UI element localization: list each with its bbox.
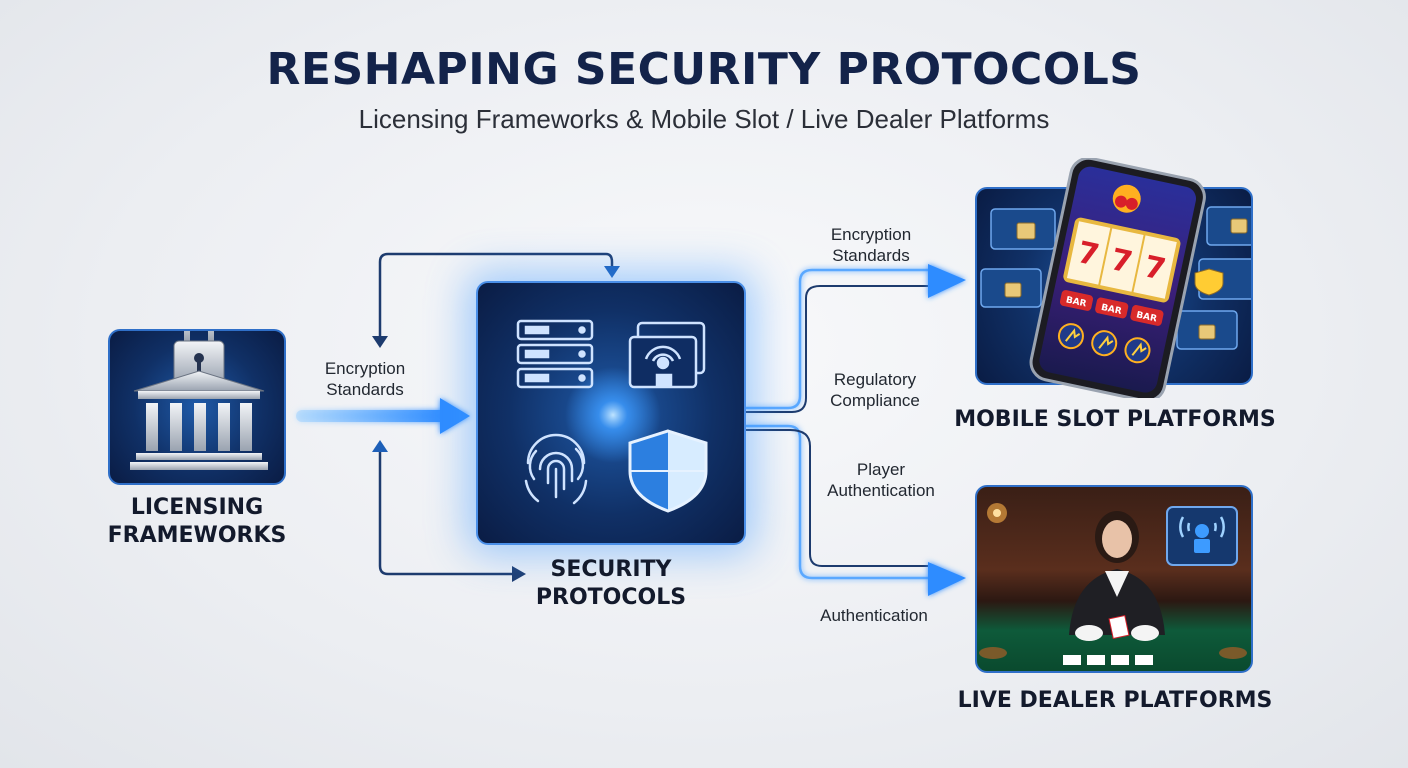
licensing-frameworks-node [108,329,286,485]
live-dealer-platforms-label: LIVE DEALER PLATFORMS [957,688,1273,713]
page-title: RESHAPING SECURITY PROTOCOLS [266,44,1142,95]
mobile-slot-platforms-label: MOBILE SLOT PLATFORMS [954,407,1276,432]
flow-label-top-right: Encryption Standards [830,225,912,265]
bank-lock-icon [130,331,268,470]
flow-label-left: Encryption Standards [324,359,406,399]
branch-to-mobile [746,264,966,413]
arrow-licensing-to-security [296,398,470,434]
loop-bottom-arrow [378,448,514,576]
branch-to-dealer [746,424,966,596]
loop-top-head-down [604,266,620,278]
security-icon-grid [516,319,708,513]
loop-bottom-head-up [372,440,388,452]
lock-badges [980,206,1251,350]
flow-label-mid-right: Regulatory Compliance [830,370,920,410]
loop-top-arrow [378,252,614,345]
flow-label-bottom-right: Authentication [820,606,928,625]
server-stack-icon [516,319,594,389]
loop-top-head-left [372,336,388,348]
shield-icon [628,429,708,513]
page-subtitle: Licensing Frameworks & Mobile Slot / Liv… [358,104,1050,134]
padlock-icons [1004,218,1248,340]
fingerprint-icon [524,433,588,505]
smartphone-slot-icon: 7 7 7 BAR BAR BAR [1029,158,1206,398]
security-protocols-label: SECURITY PROTOCOLS [535,557,687,610]
licensing-frameworks-label: LICENSING FRAMEWORKS [107,495,287,548]
live-dealer-icon [979,503,1247,665]
bar-button-1: BAR [1065,295,1087,309]
wireless-lock-badge [1166,506,1238,566]
live-dealer-platforms-node [975,485,1253,673]
wireless-lock-icon [628,321,706,389]
flow-label-lower-right: Player Authentication [827,460,935,500]
bar-button-3: BAR [1135,310,1157,324]
loop-bottom-head-right [512,566,526,582]
bar-button-2: BAR [1100,303,1122,317]
security-protocols-node [476,281,746,545]
